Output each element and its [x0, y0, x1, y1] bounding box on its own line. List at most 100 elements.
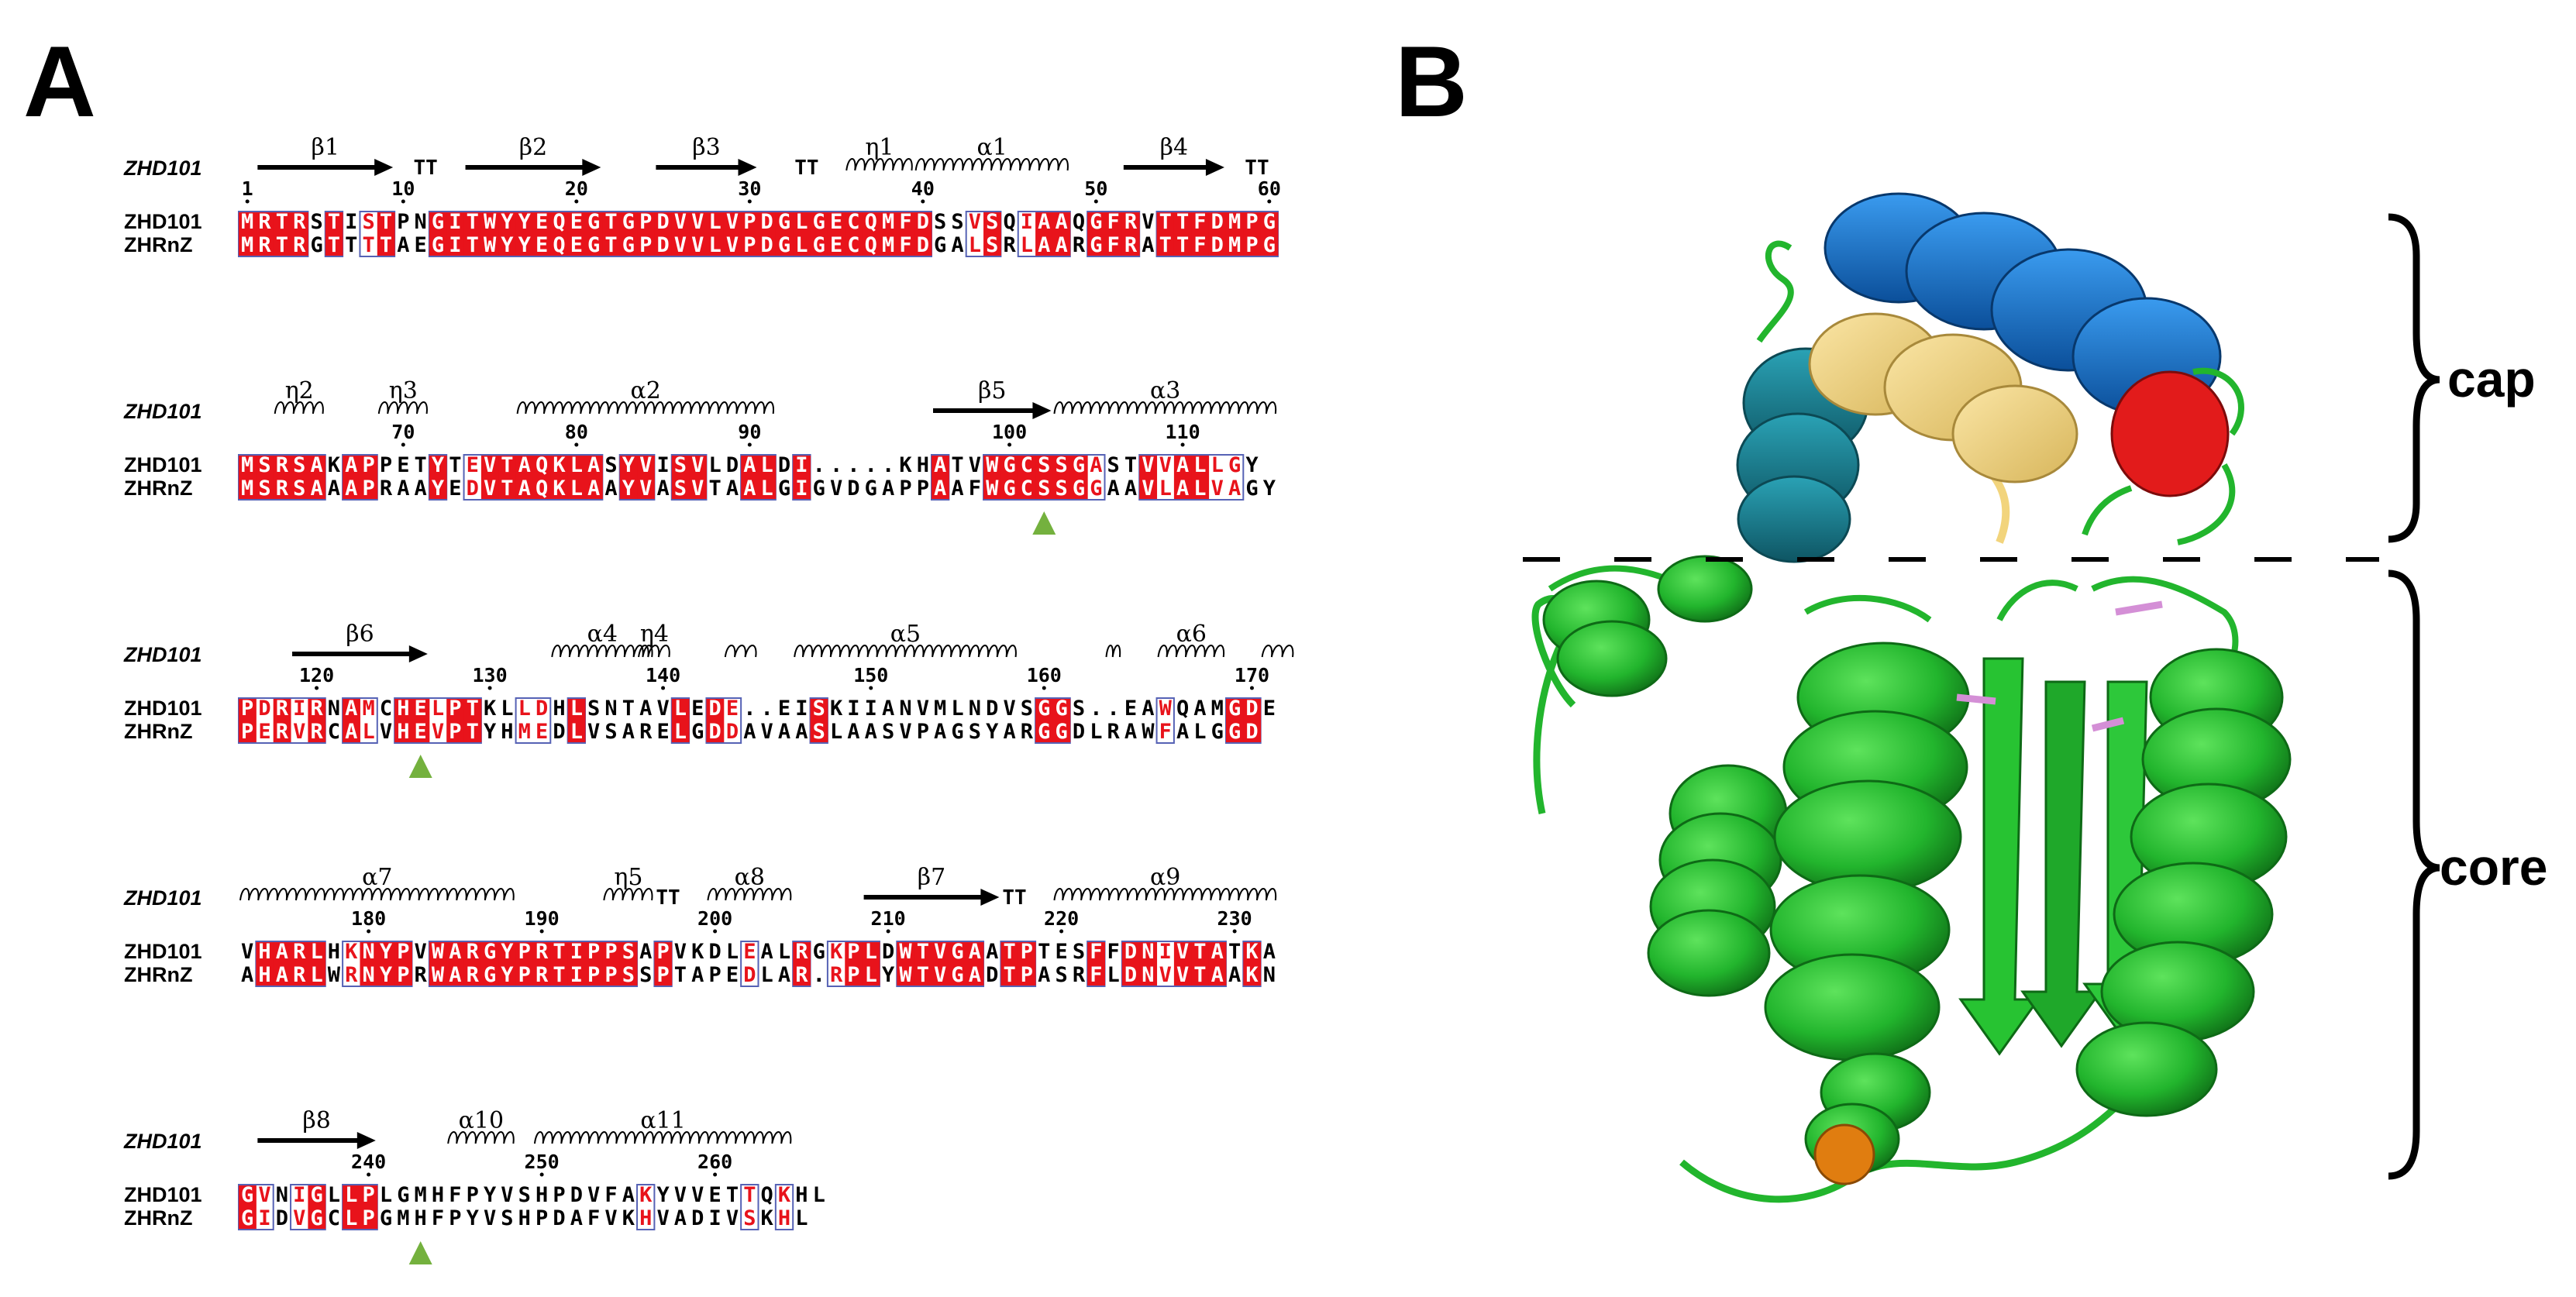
residue: Y: [882, 963, 895, 987]
helix-left-coil: [1647, 764, 1788, 997]
residue: D: [761, 233, 773, 257]
residue: L: [865, 963, 877, 987]
helix-coil: [447, 1131, 515, 1144]
residue: S: [1021, 697, 1033, 721]
panel-b-label: B: [1395, 25, 1468, 138]
residue: A: [882, 697, 894, 721]
residue: A: [328, 476, 340, 501]
conserved-residue-bg: [291, 212, 308, 256]
residue: W: [986, 476, 999, 501]
conserved-residue-bg: [1173, 456, 1192, 499]
residue: D: [778, 453, 790, 477]
conserved-residue-bg: [1243, 212, 1262, 256]
conserved-residue-bg: [932, 456, 949, 499]
residue: V: [293, 720, 305, 744]
residue: G: [691, 720, 704, 744]
ss-element-label: α4: [587, 621, 618, 648]
residue: P: [1245, 210, 1258, 234]
residue: H: [397, 697, 409, 721]
residue: R: [1073, 963, 1086, 987]
residue: Y: [484, 720, 497, 744]
residue: P: [241, 720, 253, 744]
residue: L: [761, 453, 773, 477]
residue: .: [813, 453, 825, 477]
ss-element-label: β5: [978, 377, 1006, 404]
residue: E: [743, 940, 756, 964]
residue: G: [1090, 233, 1102, 257]
residue: R: [1073, 233, 1086, 257]
conserved-residue-bg: [654, 942, 673, 986]
residue: C: [380, 697, 392, 721]
residue-number: 100: [992, 421, 1027, 443]
residue: S: [1073, 697, 1085, 721]
residue: V: [484, 476, 496, 501]
conserved-residue-bg: [256, 456, 274, 499]
residue: I: [293, 697, 305, 721]
residue: H: [415, 1206, 427, 1230]
conserved-residue-bg: [1225, 699, 1244, 742]
residue: S: [604, 453, 617, 477]
conserved-residue-bg: [532, 212, 551, 256]
residue: C: [847, 233, 859, 257]
residue: W: [986, 453, 999, 477]
residue: P: [587, 940, 600, 964]
residue: .: [743, 697, 756, 721]
residue: H: [432, 1183, 444, 1207]
residue: S: [969, 720, 981, 744]
residue: S: [622, 963, 635, 987]
sequence-name: ZHD101: [124, 940, 202, 963]
residue: L: [1193, 720, 1206, 744]
residue: V: [726, 233, 739, 257]
residue: W: [899, 940, 912, 964]
residue: A: [449, 940, 461, 964]
residue: D: [917, 210, 929, 234]
conserved-residue-bg: [446, 699, 465, 742]
residue: T: [328, 233, 340, 257]
residue: T: [951, 453, 963, 477]
conserved-residue-bg: [412, 699, 430, 742]
tick-dot: [1093, 199, 1098, 204]
residue: S: [674, 453, 687, 477]
residue: H: [795, 1183, 808, 1207]
residue: H: [518, 1206, 531, 1230]
residue: H: [397, 720, 409, 744]
residue: E: [467, 453, 479, 477]
residue: .: [813, 963, 825, 987]
residue: S: [501, 1206, 513, 1230]
tick-dot: [367, 1172, 371, 1177]
residue: D: [726, 453, 739, 477]
residue: Y: [986, 720, 999, 744]
residue: G: [813, 210, 825, 234]
residue: C: [328, 1206, 340, 1230]
residue: M: [241, 476, 253, 501]
ss-element-label: β3: [692, 134, 720, 161]
residue: M: [397, 1206, 409, 1230]
conserved-residue-bg: [325, 212, 343, 256]
conserved-residue-bg: [671, 212, 690, 256]
residue-number: 180: [351, 907, 386, 930]
turn-label: TT: [1245, 157, 1269, 180]
residue: T: [553, 940, 565, 964]
conserved-residue-bg: [532, 942, 551, 986]
residue: .: [761, 697, 773, 721]
conserved-residue-bg: [793, 456, 811, 499]
residue: S: [813, 697, 825, 721]
residue: .: [1107, 697, 1120, 721]
residue-number: 230: [1217, 907, 1252, 930]
residue: D: [656, 233, 669, 257]
beta-strand-arrowhead: [1205, 159, 1224, 176]
residue: V: [917, 697, 929, 721]
residue: L: [726, 940, 739, 964]
helix-coil: [638, 645, 670, 658]
residue: C: [847, 210, 859, 234]
residue: S: [1073, 940, 1085, 964]
residue-number: 1: [242, 177, 253, 200]
residue: N: [415, 210, 427, 234]
conserved-residue-bg: [654, 212, 673, 256]
conserved-residue-bg: [1121, 942, 1140, 986]
residue: A: [743, 453, 756, 477]
residue: S: [882, 720, 894, 744]
residue: E: [415, 697, 427, 721]
residue: A: [1263, 940, 1276, 964]
conserved-residue-bg: [1191, 212, 1210, 256]
